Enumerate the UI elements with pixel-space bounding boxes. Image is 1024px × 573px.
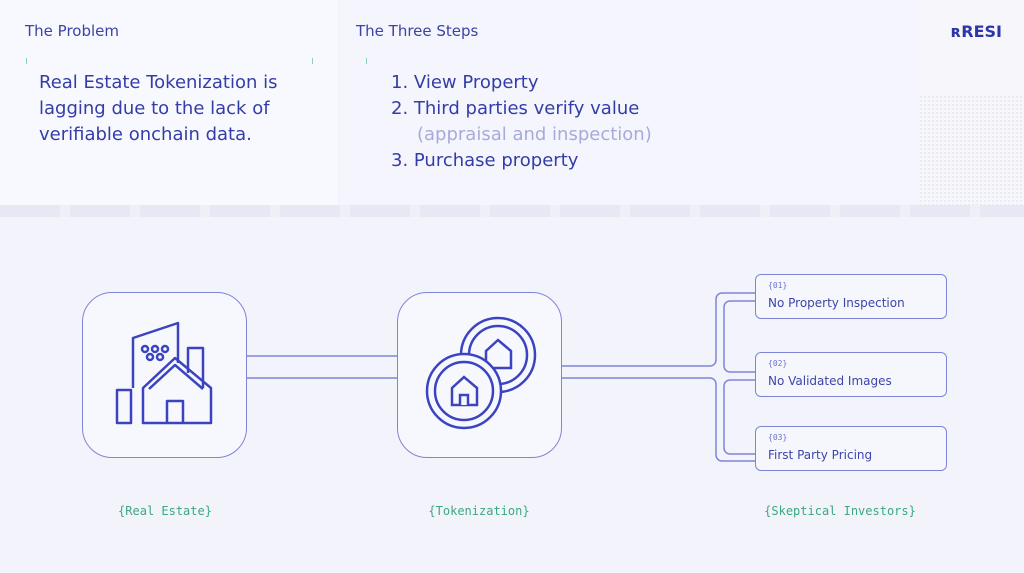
- issue-number: {02}: [768, 359, 788, 368]
- issue-label: No Validated Images: [768, 374, 892, 388]
- tick-mark: [26, 58, 27, 64]
- tokenization-caption: {Tokenization}: [428, 504, 530, 518]
- real-estate-caption: {Real Estate}: [118, 504, 212, 518]
- steps-panel: The Three Steps 1. View Property 2. Thir…: [340, 0, 920, 205]
- connector: [723, 379, 756, 455]
- issue-label: First Party Pricing: [768, 448, 873, 462]
- problem-title: The Problem: [25, 22, 119, 40]
- problem-line: Real Estate Tokenization is: [39, 72, 278, 93]
- building-house-icon: [115, 321, 213, 425]
- issue-number: {01}: [768, 281, 788, 290]
- house-coins-icon: [425, 316, 537, 430]
- tokenization-node: [397, 292, 562, 458]
- step-item: 2. Third parties verify value: [391, 98, 640, 119]
- real-estate-node: [82, 292, 247, 458]
- logo-panel: ʀRESI: [920, 0, 1024, 205]
- logo-mark-icon: ʀ: [950, 22, 962, 41]
- resi-logo: ʀRESI: [950, 22, 1002, 41]
- divider-strip: [0, 205, 1024, 217]
- tick-mark: [312, 58, 313, 64]
- tick-mark: [366, 58, 367, 64]
- issue-card: {03} First Party Pricing: [755, 426, 947, 471]
- problem-line: verifiable onchain data.: [39, 124, 252, 145]
- problem-panel: The Problem Real Estate Tokenization is …: [0, 0, 338, 205]
- issue-label: No Property Inspection: [768, 296, 905, 310]
- connector: [561, 292, 756, 367]
- connector: [723, 300, 756, 373]
- steps-list: 1. View Property 2. Third parties verify…: [391, 70, 652, 174]
- skeptical-investors-caption: {Skeptical Investors}: [764, 504, 916, 518]
- step-item: 3. Purchase property: [391, 150, 579, 171]
- steps-title: The Three Steps: [356, 22, 479, 40]
- problem-text: Real Estate Tokenization is lagging due …: [39, 70, 278, 148]
- connector: [561, 377, 756, 462]
- problem-line: lagging due to the lack of: [39, 98, 270, 119]
- issue-card: {01} No Property Inspection: [755, 274, 947, 319]
- wave-pattern: [920, 95, 1024, 205]
- step-item: 1. View Property: [391, 72, 539, 93]
- issue-number: {03}: [768, 433, 788, 442]
- issue-card: {02} No Validated Images: [755, 352, 947, 397]
- step-note: (appraisal and inspection): [417, 124, 652, 145]
